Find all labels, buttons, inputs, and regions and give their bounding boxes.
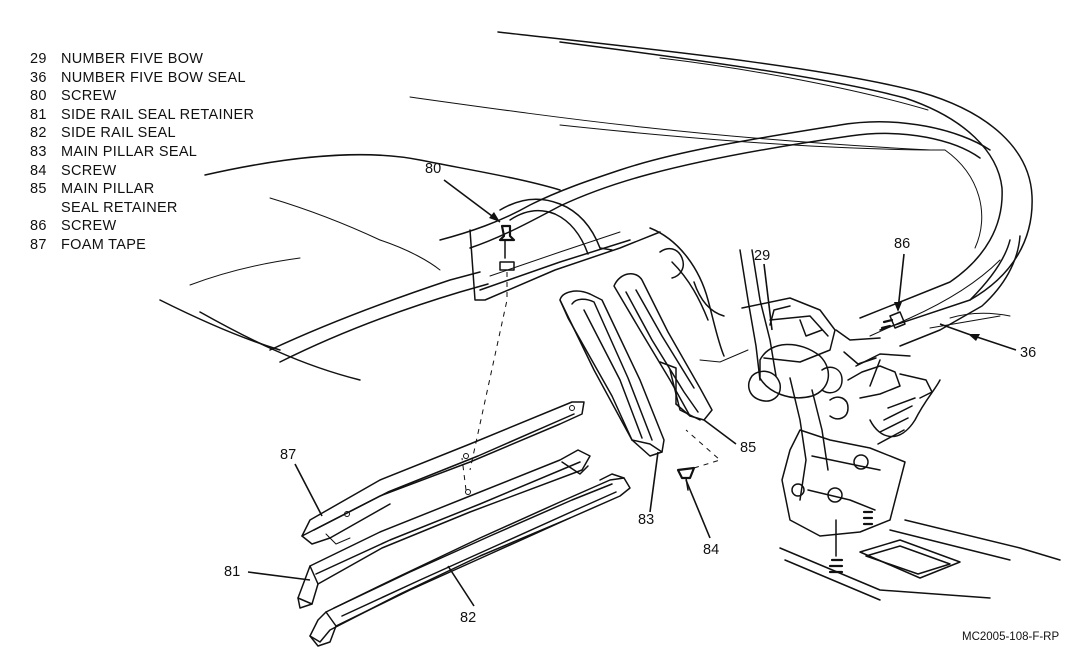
callout-36: 36	[1020, 345, 1036, 361]
legend-label: SCREW	[61, 88, 117, 105]
legend-number: 29	[30, 51, 47, 67]
legend-number: 85	[30, 181, 47, 198]
screw-80-part	[469, 224, 516, 471]
legend-label: MAIN PILLAR	[61, 181, 155, 198]
callout-80: 80	[425, 161, 441, 177]
legend-label: SIDE RAIL SEAL	[61, 125, 176, 142]
callout-84: 84	[703, 542, 719, 558]
callout-87: 87	[280, 447, 296, 463]
legend-number: 87	[30, 236, 47, 253]
main-pillar-seal-retainer-85	[613, 273, 713, 421]
callout-83: 83	[638, 512, 654, 528]
legend-label: SCREW	[61, 162, 117, 179]
legend-number: 86	[30, 218, 47, 235]
main-pillar-seal-83	[559, 290, 665, 457]
parts-legend: 29 NUMBER FIVE BOW 36 NUMBER FIVE BOW SE…	[30, 50, 254, 255]
legend-label: NUMBER FIVE BOW SEAL	[61, 69, 246, 86]
callout-82: 82	[460, 610, 476, 626]
legend-item-86: 86 SCREW	[30, 217, 254, 236]
legend-number: 80	[30, 88, 47, 105]
legend-item-84: 84 SCREW	[30, 162, 254, 181]
hinge-base-screw	[828, 510, 874, 574]
side-rail-seal-82	[309, 473, 631, 647]
legend-item-85-continued: SEAL RETAINER	[30, 199, 254, 218]
legend-label: NUMBER FIVE BOW	[61, 51, 204, 67]
legend-item-36: 36 NUMBER FIVE BOW SEAL	[30, 69, 254, 88]
legend-label: FOAM TAPE	[61, 236, 147, 253]
legend-item-87: 87 FOAM TAPE	[30, 236, 254, 255]
legend-item-83: 83 MAIN PILLAR SEAL	[30, 143, 254, 162]
callout-leaders	[247, 179, 1017, 607]
legend-number: 81	[30, 106, 47, 123]
callout-85: 85	[740, 440, 756, 456]
legend-number: 36	[30, 69, 47, 86]
legend-item-82: 82 SIDE RAIL SEAL	[30, 124, 254, 143]
foam-tape-87	[301, 401, 585, 545]
legend-label: SCREW	[61, 218, 117, 235]
screw-86-part	[880, 311, 906, 330]
callout-86: 86	[894, 236, 910, 252]
legend-number: 82	[30, 125, 47, 142]
legend-label: SIDE RAIL SEAL RETAINER	[61, 106, 255, 123]
hinge-assembly	[739, 249, 1061, 601]
screw-84-part	[676, 429, 721, 491]
side-rail-seal-retainer-81	[297, 449, 591, 609]
legend-item-80: 80 SCREW	[30, 87, 254, 106]
callout-81: 81	[224, 564, 240, 580]
legend-label: SEAL RETAINER	[61, 199, 178, 216]
legend-label: MAIN PILLAR SEAL	[61, 143, 198, 160]
legend-item-85: 85 MAIN PILLAR	[30, 180, 254, 199]
figure-code: MC2005-108-F-RP	[962, 631, 1059, 643]
legend-number: 84	[30, 162, 47, 179]
convertible-top-body	[159, 31, 1033, 381]
legend-item-29: 29 NUMBER FIVE BOW	[30, 50, 254, 69]
callout-29: 29	[754, 248, 770, 264]
legend-item-81: 81 SIDE RAIL SEAL RETAINER	[30, 106, 254, 125]
legend-number: 83	[30, 143, 47, 160]
